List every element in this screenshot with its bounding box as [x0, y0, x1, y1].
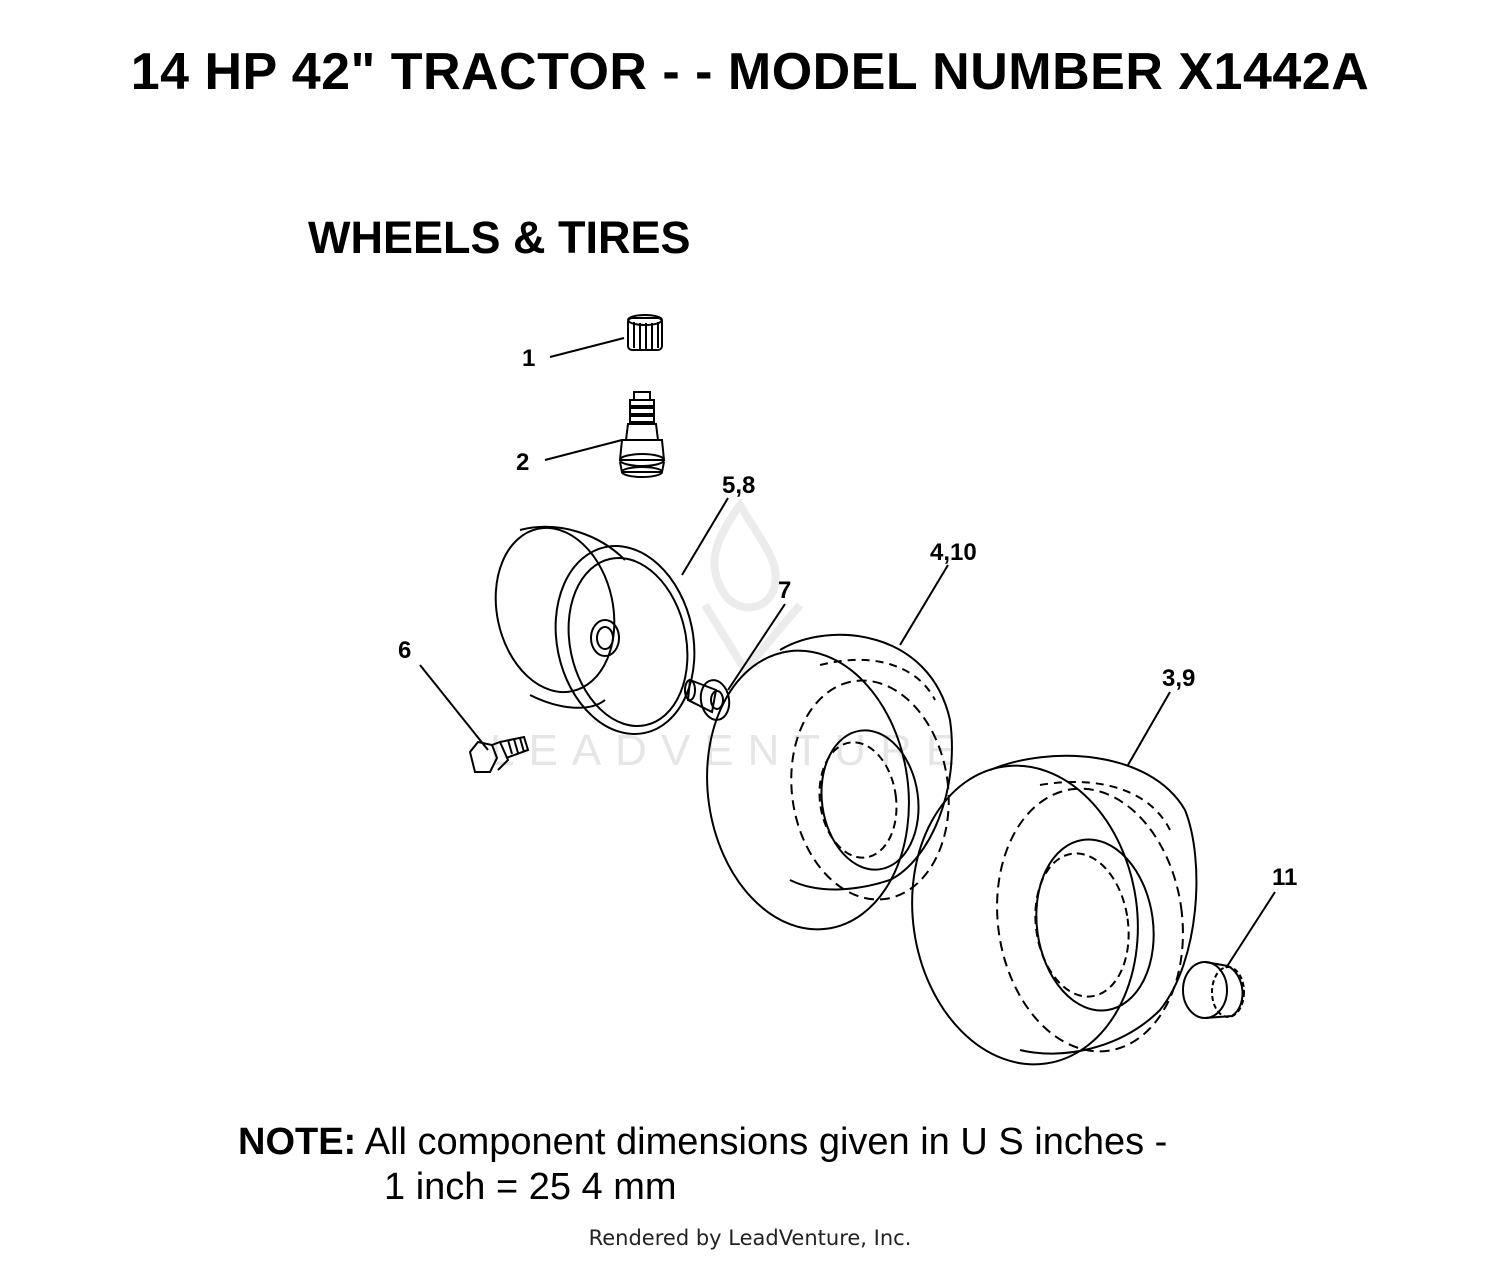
callout-label-11: 11	[1272, 864, 1297, 891]
bolt-part[interactable]	[468, 735, 530, 773]
callout-labels: 1 2 5,8 4,10 7 6 3,9 11	[398, 345, 1297, 891]
callout-label-1: 1	[522, 345, 535, 372]
render-credit: Rendered by LeadVenture, Inc.	[588, 1226, 912, 1250]
leader-2	[544, 439, 623, 461]
leader-5-8	[681, 497, 729, 576]
watermark-logo-icon	[701, 497, 804, 677]
leader-4-10	[899, 564, 949, 646]
leader-7	[727, 603, 786, 691]
leader-lines	[419, 337, 1276, 969]
rear-tire-part[interactable]	[893, 751, 1199, 1079]
note-line-2: 1 inch = 25 4 mm	[384, 1166, 677, 1208]
dimension-note: NOTE: All component dimensions given in …	[238, 1120, 1167, 1164]
leader-1	[549, 337, 625, 358]
section-title: WHEELS & TIRES	[308, 212, 691, 263]
bushing-part[interactable]	[684, 678, 732, 722]
wheel-rim-part[interactable]	[481, 517, 711, 747]
front-tire-part[interactable]	[689, 633, 962, 943]
callout-label-4-10: 4,10	[930, 539, 977, 566]
watermark: LEADVENTURE	[490, 497, 969, 775]
watermark-text: LEADVENTURE	[490, 726, 969, 775]
callout-label-2: 2	[516, 449, 529, 476]
valve-stem-part[interactable]	[618, 391, 666, 478]
callout-label-5-8: 5,8	[722, 472, 755, 499]
leader-11	[1225, 891, 1276, 969]
leader-6	[419, 664, 489, 751]
callout-label-3-9: 3,9	[1162, 665, 1195, 692]
hub-cap-part[interactable]	[1182, 961, 1245, 1019]
leader-3-9	[1127, 691, 1171, 766]
note-line-1: All component dimensions given in U S in…	[364, 1121, 1168, 1163]
note-label: NOTE:	[238, 1121, 357, 1163]
page-title: 14 HP 42" TRACTOR - - MODEL NUMBER X1442…	[130, 43, 1370, 101]
valve-cap-part[interactable]	[627, 314, 663, 351]
callout-label-6: 6	[398, 637, 411, 664]
callout-label-7: 7	[778, 577, 791, 604]
